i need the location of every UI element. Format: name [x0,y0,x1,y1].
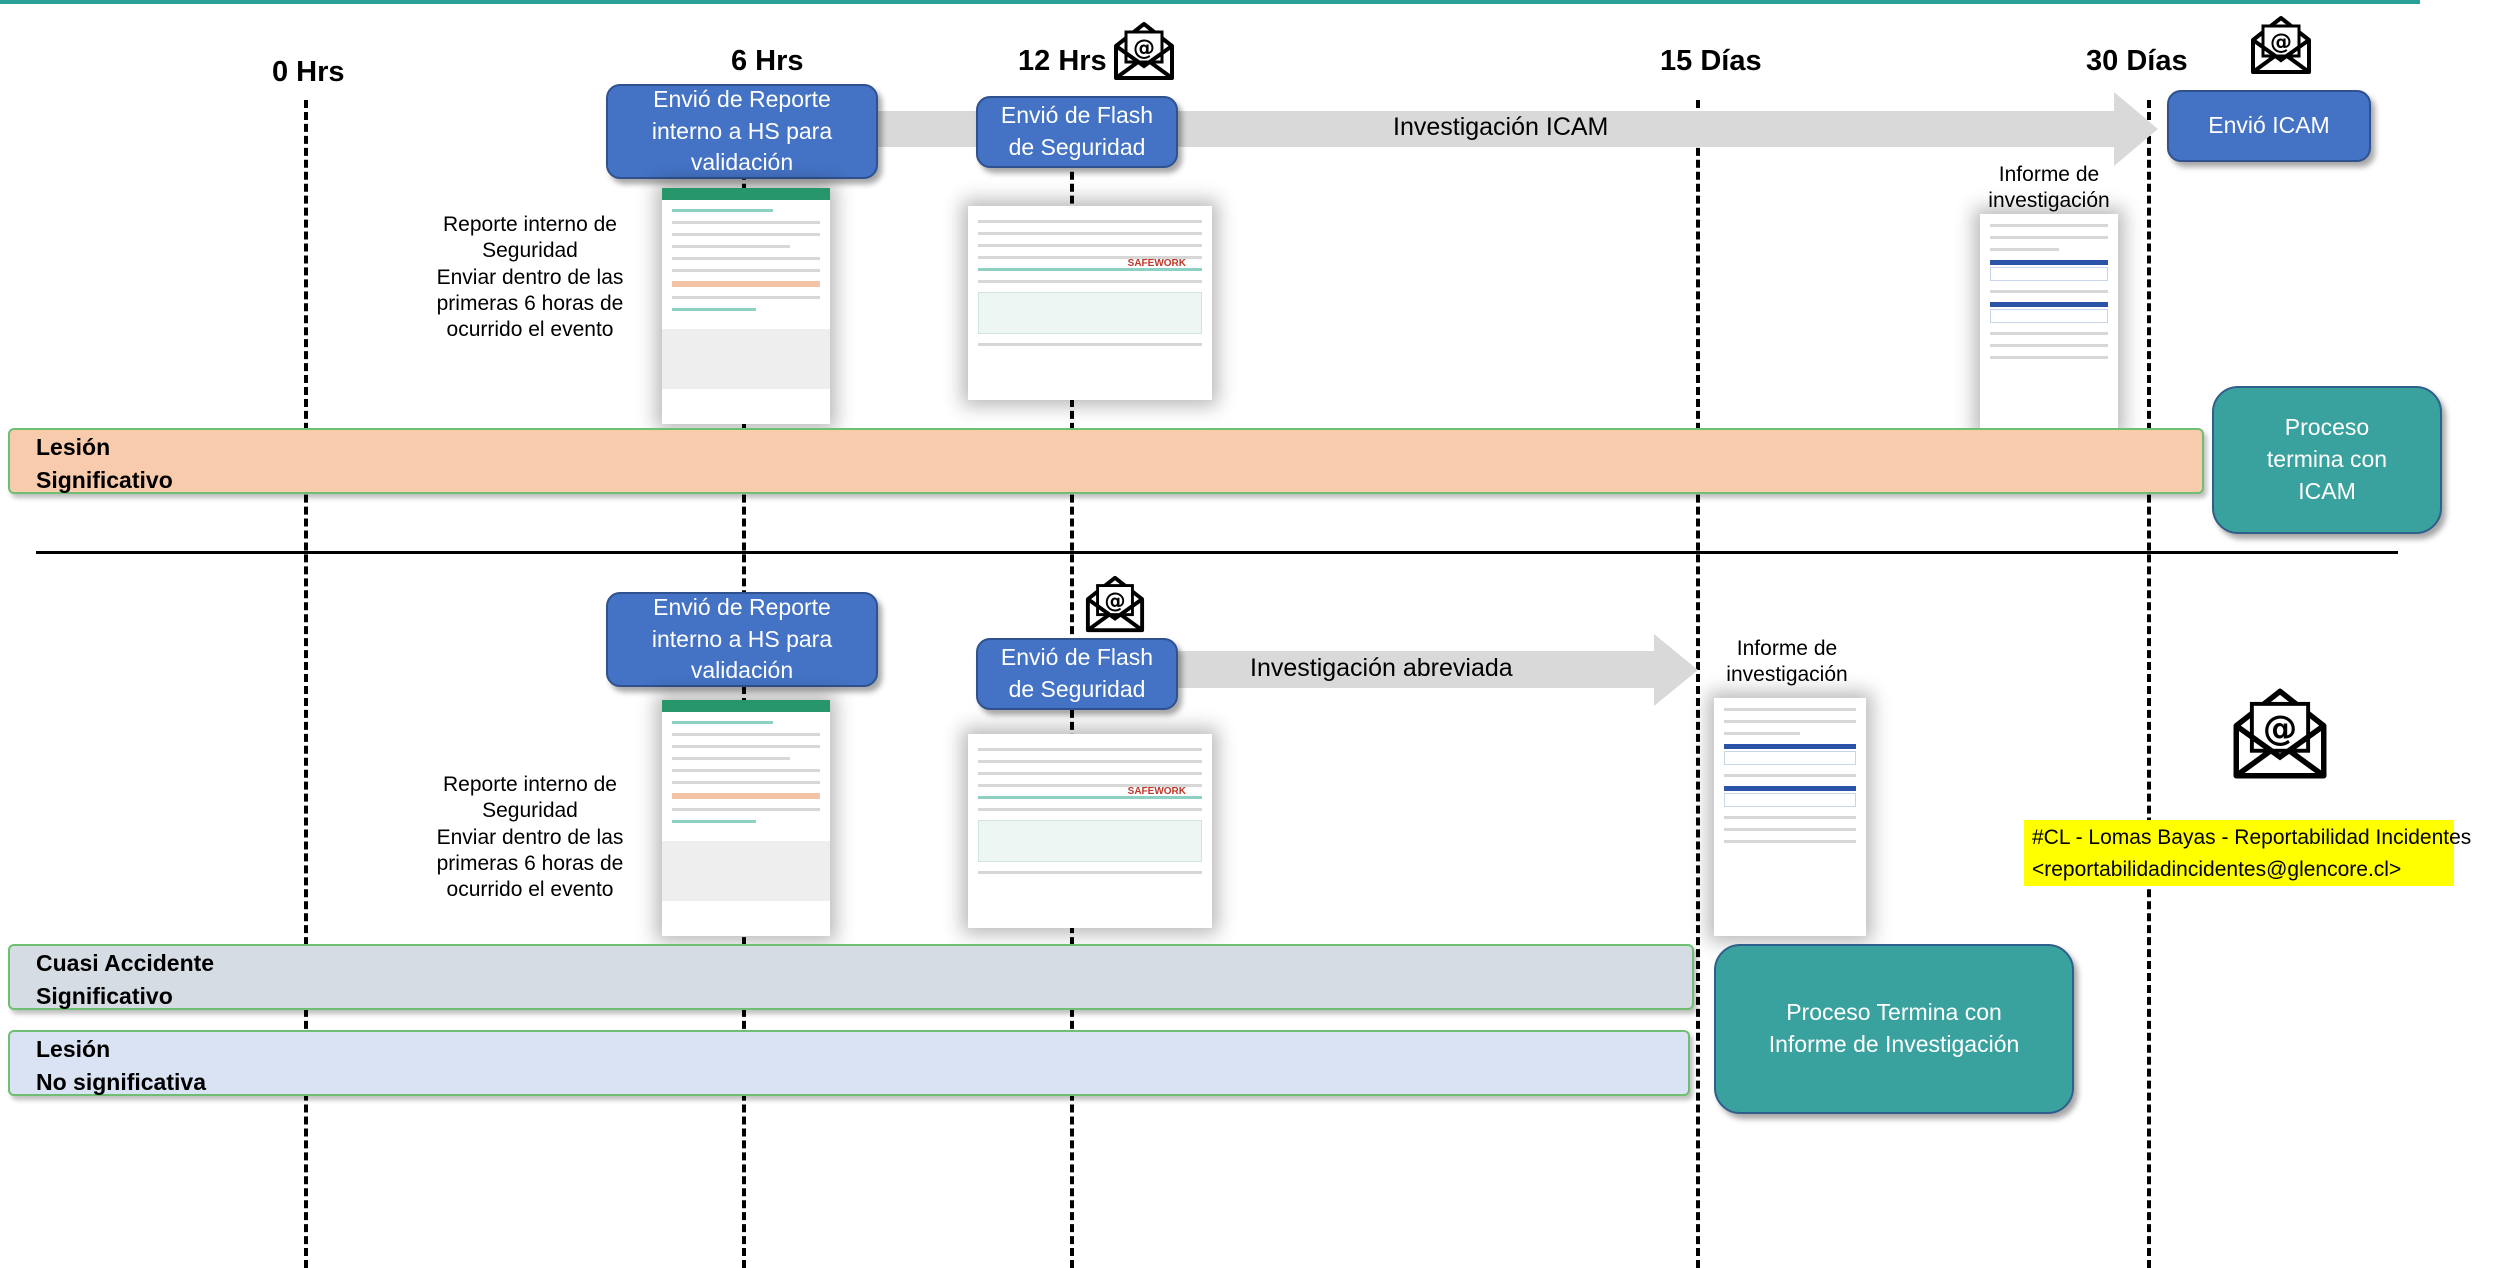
band-line: Significativo [36,983,173,1010]
informe-investigacion-thumbnail [1980,214,2118,432]
note-line: primeras 6 horas de [436,291,624,315]
email-line-1: #CL - Lomas Bayas - Reportabilidad Incid… [2032,826,2472,849]
band-lesion-significativo: Lesión Significativo [8,428,2204,494]
flash-form-thumbnail: SAFEWORK [968,734,1212,928]
svg-text:@: @ [2270,30,2292,55]
header-30-dias: 30 Días [2086,45,2188,77]
bottom-report-box-label: Envió de Reporte interno a HS para valid… [651,593,833,684]
note-line: Seguridad [482,799,578,823]
investigacion-abreviada-arrow [1170,634,1698,706]
end-line: termina con [2266,446,2388,473]
band-line: Cuasi Accidente [36,950,215,976]
investigacion-icam-label: Investigación ICAM [1393,113,1609,141]
bottom-end-box: Proceso Termina con Informe de Investiga… [1714,944,2074,1114]
end-line: ICAM [2298,477,2356,504]
informe-line: Informe de [1736,637,1838,660]
note-line: ocurrido el evento [446,878,614,901]
svg-text:@: @ [1104,589,1125,614]
informe-line: Informe de [1998,163,2100,186]
bottom-informe-label: Informe de investigación [1702,636,1872,689]
bottom-flash-box: Envió de Flash de Seguridad [976,638,1178,710]
header-0-hrs: 0 Hrs [272,56,345,88]
top-report-box-label: Envió de Reporte interno a HS para valid… [651,85,833,176]
note-line: primeras 6 horas de [436,851,624,875]
top-end-box: Proceso termina con ICAM [2212,386,2442,534]
band-line: Lesión [36,434,111,460]
timeline-marker-30-dias [2147,100,2151,1268]
note-line: ocurrido el evento [446,318,614,341]
note-line: Enviar dentro de las [436,825,624,849]
informe-investigacion-thumbnail [1714,698,1866,936]
bottom-report-note: Reporte interno de Seguridad Enviar dent… [420,772,640,903]
bottom-flash-box-label: Envió de Flash de Seguridad [1000,644,1154,702]
envio-icam-box: Envió ICAM [2167,90,2371,162]
informe-line: investigación [1988,189,2110,213]
email-envelope-icon: @ [2233,688,2327,779]
report-email-address: #CL - Lomas Bayas - Reportabilidad Incid… [2024,820,2472,886]
flash-form-thumbnail: SAFEWORK [968,206,1212,400]
band-line: Lesión [36,1036,111,1062]
svg-text:@: @ [2263,709,2297,749]
top-informe-label: Informe de investigación [1964,162,2134,215]
section-divider [36,551,2398,554]
email-envelope-icon: @ [2251,16,2311,74]
report-form-thumbnail [662,188,830,424]
informe-line: investigación [1726,663,1848,687]
svg-text:@: @ [1133,36,1155,61]
header-12-hrs: 12 Hrs [1018,45,1107,77]
note-line: Seguridad [482,239,578,263]
top-accent-line [0,0,2420,4]
top-report-note: Reporte interno de Seguridad Enviar dent… [420,212,640,343]
investigacion-icam-arrow [870,92,2158,166]
timeline-marker-0-hrs [304,100,308,1268]
top-flash-box: Envió de Flash de Seguridad [976,96,1178,168]
email-envelope-icon: @ [1114,22,1174,80]
report-form-thumbnail [662,700,830,936]
investigacion-abreviada-label: Investigación abreviada [1250,654,1513,682]
bottom-report-box: Envió de Reporte interno a HS para valid… [606,592,878,687]
note-line: Reporte interno de [443,213,617,236]
envio-icam-label: Envió ICAM [2208,112,2330,139]
band-line: Significativo [36,467,173,494]
end-line: Proceso Termina con [1786,999,2002,1026]
end-line: Proceso [2284,414,2370,441]
email-line-2: <reportabilidadincidentes@glencore.cl> [2032,857,2402,881]
band-cuasi-accidente-significativo: Cuasi Accidente Significativo [8,944,1694,1010]
end-line: Informe de Investigación [1768,1031,2020,1057]
top-report-box: Envió de Reporte interno a HS para valid… [606,84,878,179]
timeline-marker-15-dias [1696,100,1700,1268]
top-flash-box-label: Envió de Flash de Seguridad [1000,102,1154,160]
note-line: Reporte interno de [443,773,617,796]
header-15-dias: 15 Días [1660,45,1762,77]
email-envelope-icon: @ [1085,575,1145,633]
note-line: Enviar dentro de las [436,265,624,289]
header-6-hrs: 6 Hrs [731,45,804,77]
band-lesion-no-significativa: Lesión No significativa [8,1030,1690,1096]
band-line: No significativa [36,1069,206,1096]
